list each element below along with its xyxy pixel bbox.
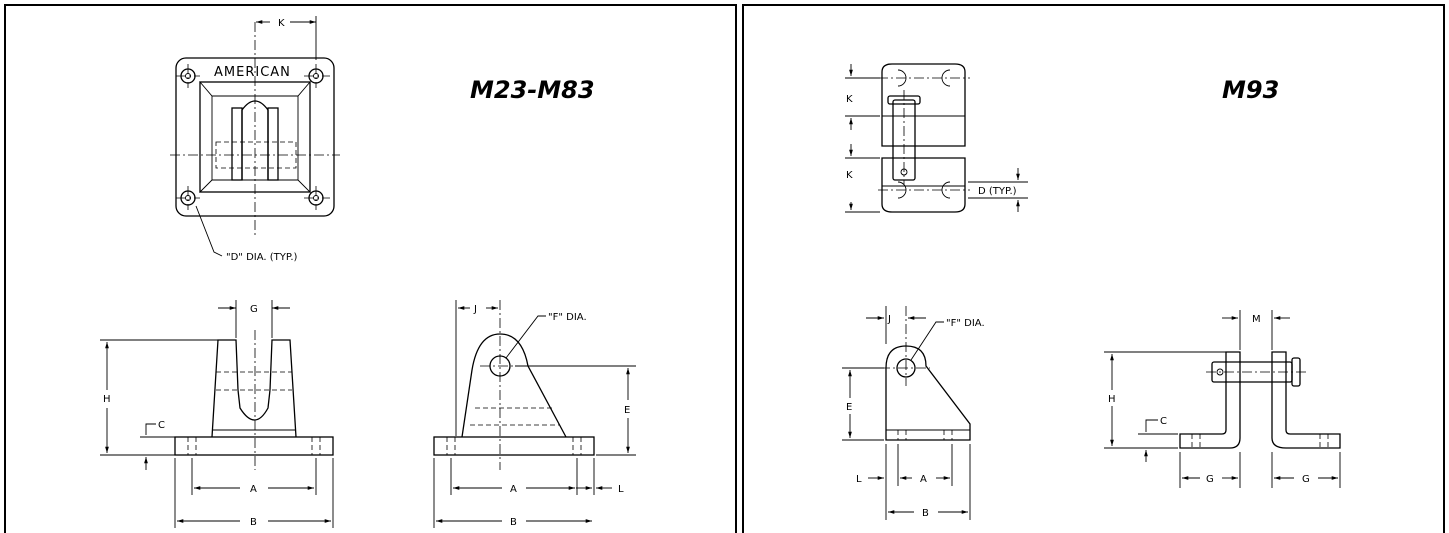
dim-h-right: H: [1108, 394, 1116, 405]
dim-a-left-2: A: [510, 484, 517, 495]
m93-side-view: J "F" DIA. E L A B: [842, 306, 985, 520]
note-f-dia-left: "F" DIA.: [548, 312, 587, 323]
note-d-dia: "D" DIA. (TYP.): [226, 252, 298, 263]
dim-h-left: H: [103, 394, 111, 405]
dim-c-left: C: [158, 420, 165, 431]
dim-b-left-1: B: [250, 517, 257, 528]
dim-b-right: B: [922, 508, 929, 519]
dim-g-left: G: [250, 304, 258, 315]
note-f-dia-right: "F" DIA.: [946, 318, 985, 329]
dim-a-left-1: A: [250, 484, 257, 495]
dim-k-left: K: [278, 18, 285, 29]
m93-top-view: K K D (TYP.): [845, 63, 1028, 213]
left-panel: M23-M83: [100, 16, 636, 528]
bracket-front-view: G H C A B: [100, 300, 334, 528]
dim-j-left: J: [473, 304, 477, 315]
dim-j-right: J: [887, 314, 891, 325]
dim-l-left: L: [618, 484, 624, 495]
dim-k-right-2: K: [846, 170, 853, 181]
right-panel-frame: [742, 4, 1445, 533]
bracket-top-view: AMERICAN K "D" DIA. (TYP.): [170, 16, 340, 263]
dim-c-right: C: [1160, 416, 1167, 427]
left-panel-frame: [4, 4, 737, 533]
m93-front-view: M H C G G: [1104, 310, 1341, 488]
dim-l-right: L: [856, 474, 862, 485]
dim-m: M: [1252, 314, 1261, 325]
dim-g-right-1: G: [1206, 474, 1214, 485]
brand-text: AMERICAN: [214, 65, 291, 80]
dim-e-right: E: [846, 402, 852, 413]
right-panel: M93: [842, 63, 1341, 520]
dim-b-left-2: B: [510, 517, 517, 528]
note-d-typ: D (TYP.): [978, 186, 1017, 197]
left-title: M23-M83: [470, 76, 595, 104]
dim-e-left: E: [624, 405, 630, 416]
right-title: M93: [1222, 76, 1279, 104]
dim-k-right-1: K: [846, 94, 853, 105]
bracket-side-view: J "F" DIA. E A L B: [433, 300, 636, 528]
dim-a-right: A: [920, 474, 927, 485]
dim-g-right-2: G: [1302, 474, 1310, 485]
